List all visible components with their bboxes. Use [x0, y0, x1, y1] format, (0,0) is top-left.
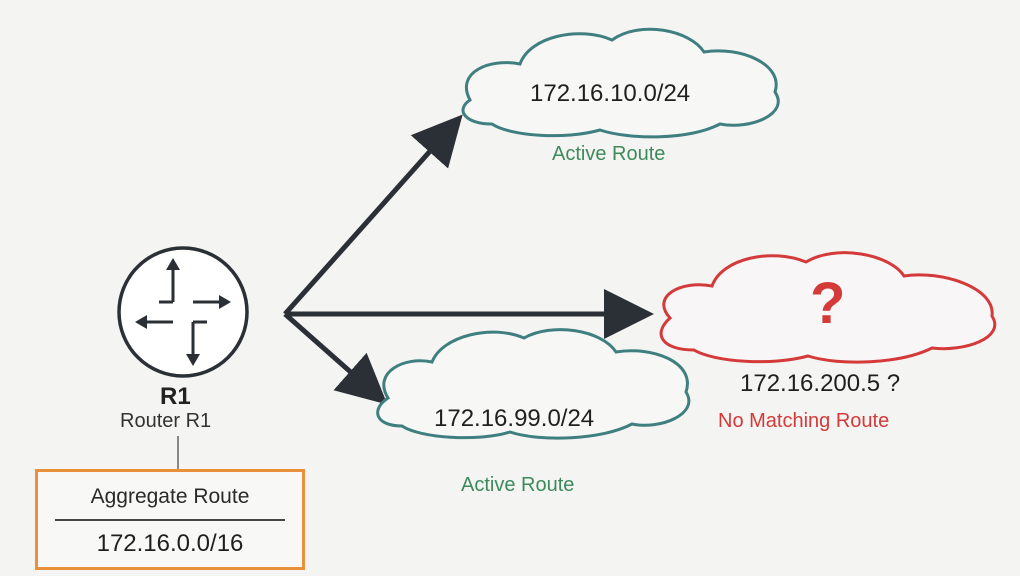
route-status-top: Active Route — [552, 143, 666, 165]
question-mark-icon: ? — [810, 271, 846, 336]
router-icon — [117, 246, 249, 378]
unknown-destination: 172.16.200.5 ? — [740, 370, 901, 397]
router-subtitle: Router R1 — [120, 410, 212, 432]
router-name: R1 — [160, 383, 191, 410]
cloud-icon — [461, 27, 780, 139]
aggregate-route-box: Aggregate Route 172.16.0.0/16 — [35, 469, 305, 570]
route-status-bottom: Active Route — [461, 474, 575, 496]
aggregate-route-title: Aggregate Route — [90, 485, 250, 508]
aggregate-divider — [55, 519, 285, 521]
cloud-icon — [659, 251, 996, 364]
cloud-icon — [376, 328, 691, 440]
arrow-icon — [283, 312, 388, 405]
route-arrows — [283, 114, 654, 405]
no-match-status: No Matching Route — [718, 410, 890, 432]
arrow-icon — [283, 114, 463, 316]
network-prefix-top: 172.16.10.0/24 — [530, 80, 691, 107]
aggregate-route-prefix: 172.16.0.0/16 — [96, 530, 244, 557]
network-prefix-bottom: 172.16.99.0/24 — [434, 405, 595, 432]
